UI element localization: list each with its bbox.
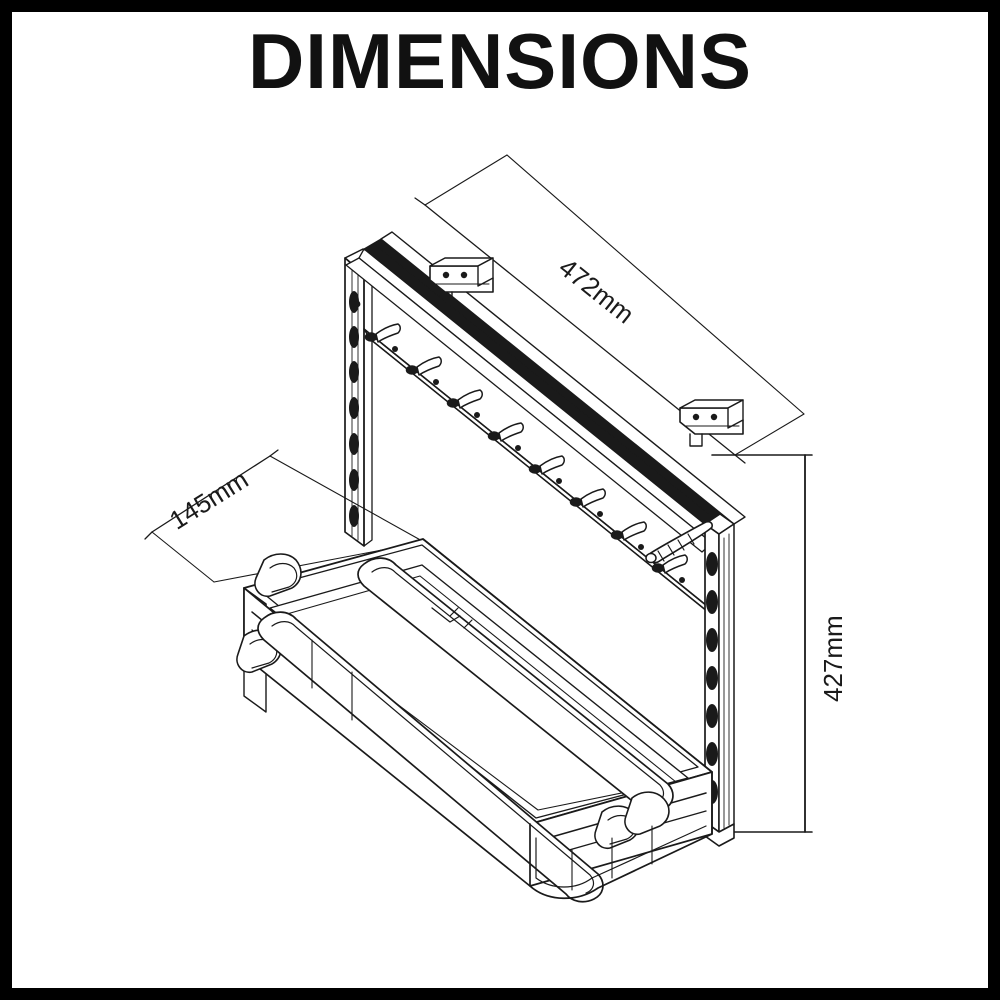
rail-rivet — [597, 511, 603, 517]
post-hole — [706, 552, 718, 576]
basket-front-rail — [257, 611, 604, 903]
rail-rivet — [679, 577, 685, 583]
post-hole — [706, 742, 718, 766]
post-hole — [349, 469, 359, 491]
pull-handle-rod — [645, 520, 713, 564]
dimension-145-tick-left — [144, 531, 153, 540]
post-hole — [349, 326, 359, 348]
hook — [651, 554, 688, 574]
post-hole — [706, 628, 718, 652]
post-hole — [349, 291, 359, 313]
rail-rivet — [392, 346, 398, 352]
rail-rivet — [515, 445, 521, 451]
dimension-145-tick-right — [269, 449, 279, 457]
dimension-472-ext-left — [424, 154, 508, 206]
rail-rivet — [556, 478, 562, 484]
post-hole — [706, 704, 718, 728]
mounting-bracket-right — [679, 399, 744, 447]
rail-rivet — [474, 412, 480, 418]
drawing-sheet: DIMENSIONS — [12, 12, 988, 988]
rail-rivet — [433, 379, 439, 385]
hook — [569, 488, 606, 508]
hook — [405, 356, 442, 376]
mounting-bracket-left — [429, 257, 494, 305]
page-title: DIMENSIONS — [247, 17, 753, 105]
rail-rivet — [353, 300, 361, 308]
post-hole — [349, 505, 359, 527]
dimension-145-line — [151, 455, 271, 533]
dimension-472-tick-right — [734, 454, 746, 464]
dimension-472-far-edge — [506, 154, 805, 415]
dimension-145-ext-near — [151, 531, 215, 583]
post-hole — [706, 666, 718, 690]
post-hole — [349, 361, 359, 383]
dimension-label-427: 427mm — [818, 615, 848, 702]
top-main-rail — [345, 231, 746, 553]
post-hole — [349, 433, 359, 455]
hook — [528, 455, 565, 475]
hook — [446, 389, 483, 409]
post-hole — [706, 590, 718, 614]
rail-rivet — [638, 544, 644, 550]
right-vertical-post — [704, 513, 735, 847]
basket-corner-cap — [624, 791, 670, 836]
hook — [364, 323, 401, 343]
post-hole — [349, 397, 359, 419]
dimension-145-ext-far — [269, 455, 425, 543]
hook — [610, 521, 647, 541]
hook-rail — [353, 300, 719, 621]
dimension-472-ext-right — [734, 413, 805, 456]
technical-drawing-canvas — [144, 154, 813, 903]
wire-basket — [236, 538, 713, 903]
dimension-472-tick-left — [414, 197, 426, 206]
hook — [487, 422, 524, 442]
